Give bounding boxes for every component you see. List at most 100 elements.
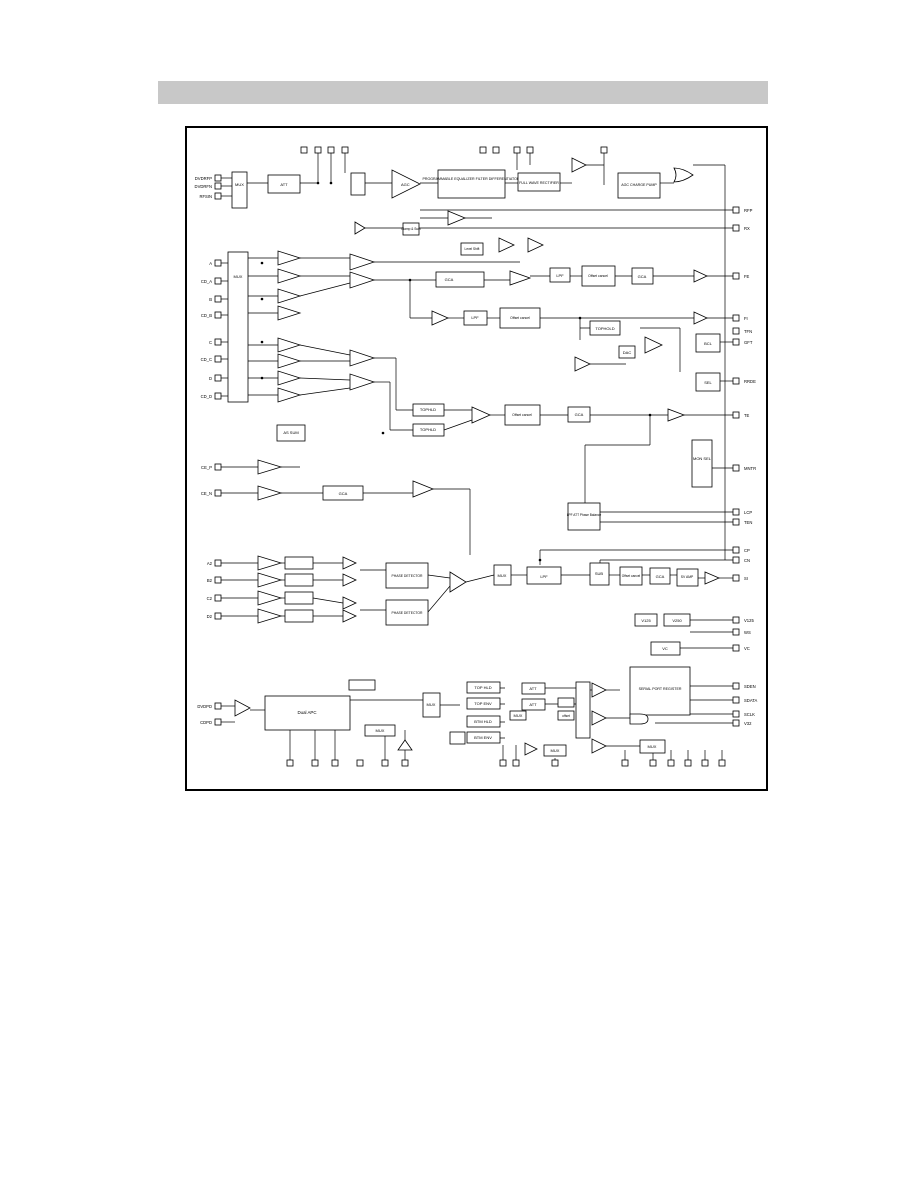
pin-label: CD_A: [201, 279, 212, 284]
pin-cd-a: [214, 277, 222, 285]
pin-bottom: [701, 759, 709, 767]
level-shift-block: [460, 242, 484, 256]
pin-bottom: [381, 759, 389, 767]
pin-bottom: [286, 759, 294, 767]
block-label: MUX: [648, 744, 657, 749]
block-label: SV AMP: [681, 575, 694, 579]
pin-label: DVDRFN: [195, 184, 212, 189]
gca-ce-amp: [257, 459, 283, 475]
block-label: AS SUM: [283, 430, 298, 435]
bus-amp: [591, 682, 607, 698]
pin-label: SCLK: [744, 712, 755, 717]
block-label: LPF: [556, 273, 564, 278]
output-amp-2: [574, 356, 591, 372]
sub-block: [589, 562, 610, 586]
block-label: MUX: [427, 702, 436, 707]
clamp-sum-block: [402, 222, 420, 236]
bias-amp: [349, 253, 376, 271]
vc-block: [650, 641, 681, 656]
ce-amp: [412, 480, 435, 498]
bus-amp: [591, 710, 607, 726]
pin-tfn: [732, 327, 740, 335]
pin-fi: [732, 314, 740, 322]
lpf-att-phase-block: [567, 502, 601, 531]
block-label: TOP ENV: [474, 701, 492, 706]
sum-amp: [349, 271, 376, 289]
block-label: Offset cancel: [512, 413, 532, 417]
block-label: MUX: [498, 573, 507, 578]
tophld-block-1: [412, 403, 445, 417]
dual-apc-block: [264, 695, 351, 731]
mux-out-block: [639, 739, 666, 754]
pin-label: RFSIN: [199, 194, 212, 199]
agc-amp: [391, 169, 421, 199]
pin-top: [492, 146, 500, 154]
bottom-pins: [286, 759, 726, 767]
pin-label: CN: [744, 558, 750, 563]
pin-d2: [214, 612, 222, 620]
pin-v32: [732, 719, 740, 727]
blocks: MUX ATT AGC PROGRAMMABLE EQUALIZER FILTE…: [227, 157, 721, 757]
phase-sum-amp: [449, 571, 467, 593]
pin-top: [600, 146, 608, 154]
pin-sclk: [732, 710, 740, 718]
pin-label: D2: [207, 614, 213, 619]
pin-top: [300, 146, 308, 154]
pin-bottom: [667, 759, 675, 767]
output-amp: [571, 157, 587, 173]
pin-label: FE: [744, 274, 750, 279]
block-label: LPF ATT Phase Balance: [567, 513, 602, 517]
gca-phase-amp: [257, 572, 283, 588]
eq-block: [284, 573, 314, 587]
pin-dvdrfp: [214, 174, 222, 182]
pin-cdpd: [214, 718, 222, 726]
pin-label: RX: [744, 226, 750, 231]
fe-out-amp: [693, 269, 708, 283]
pin-label: V125: [744, 618, 754, 623]
pin-label: CD_B: [201, 313, 212, 318]
block-label: BTM ENV: [474, 735, 492, 740]
pin-sdata: [732, 696, 740, 704]
block-label: V250: [672, 618, 682, 623]
pin-top: [479, 146, 487, 154]
pin-label: CP: [744, 548, 750, 553]
eq-block: [284, 591, 314, 605]
mux-low2-block: [509, 710, 527, 721]
header-bar: [158, 81, 768, 104]
pin-label: SDATA: [744, 698, 758, 703]
diagram-frame: [185, 126, 768, 791]
pin-label: MNTR: [744, 466, 756, 471]
v125-block: [634, 613, 658, 627]
block-label: PROGRAMMABLE EQUALIZER FILTER DIFFERENTI…: [422, 177, 519, 181]
pin-cp: [732, 546, 740, 554]
pin-label: SI: [744, 576, 748, 581]
gca-ce-block: [322, 485, 364, 501]
main-mux-block: [227, 251, 249, 403]
mux-bottom-block: [364, 724, 396, 737]
block-label: Level Shift: [465, 247, 480, 251]
pin-label: D: [209, 376, 212, 381]
block-label: Offset cancel: [622, 574, 641, 578]
pin-label: V32: [744, 721, 752, 726]
sum-amp: [349, 373, 376, 391]
pin-label: C2: [207, 596, 213, 601]
pin-top: [513, 146, 521, 154]
comp-amp: [644, 336, 663, 354]
btm-hld-block: [466, 715, 501, 728]
pin-label: WS: [744, 630, 751, 635]
gca-te-block: [567, 406, 591, 423]
block-label: Dual APC: [297, 710, 316, 715]
lpf-fe-block: [549, 267, 571, 283]
block-label: MUX: [551, 748, 560, 753]
pin-label: VC: [744, 646, 750, 651]
pin-bottom: [331, 759, 339, 767]
pin-label: LCP: [744, 510, 752, 515]
offset-cancel-fe-block: [581, 265, 616, 287]
pin-label: TE: [744, 413, 750, 418]
phase-detector-block-1: [385, 562, 429, 589]
data-bus-block: [575, 681, 591, 739]
block-label: MUX: [514, 713, 523, 718]
comp-amp: [342, 596, 357, 610]
block-label: ATT: [280, 182, 288, 187]
